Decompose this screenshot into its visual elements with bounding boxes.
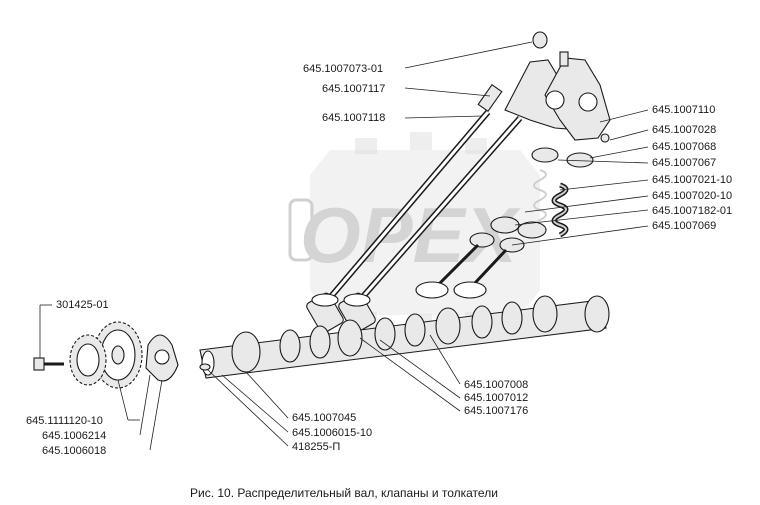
camshaft-journal [231, 331, 261, 373]
label-gear-washer: 645.1111120-10 [26, 415, 103, 427]
valve-assembly-left [415, 147, 559, 299]
label-retainer-key: 645.1007028 [652, 124, 716, 136]
adjusting-nut [532, 31, 548, 49]
label-exhaust-valve: 645.1007012 [464, 392, 528, 404]
label-spring-seat: 645.1007069 [652, 220, 716, 232]
figure-caption: Рис. 10. Распределительный вал, клапаны … [190, 486, 498, 500]
label-spring-retainer: 645.1007068 [652, 141, 716, 153]
label-key: 418255-П [292, 441, 340, 453]
part-labels: 645.1007073-01 645.1007117 645.1007118 6… [26, 63, 732, 457]
push-rods [325, 83, 523, 302]
valve-assemblies [415, 147, 594, 299]
gear-bolt [33, 357, 64, 371]
label-intake-valve: 645.1007008 [464, 379, 528, 391]
label-thrust-flange: 645.1006018 [42, 445, 106, 457]
leader-lines [39, 41, 649, 451]
label-valve-seal: 645.1007067 [652, 157, 716, 169]
camshaft [199, 295, 610, 379]
label-valve-part: 645.1007176 [464, 405, 528, 417]
label-camshaft-gear: 645.1006214 [42, 430, 106, 442]
label-rocker-arm: 645.1007110 [652, 104, 715, 116]
label-adjusting-screw: 645.1007117 [322, 83, 385, 95]
camshaft-gear [69, 321, 143, 389]
label-tappet: 645.1007045 [292, 412, 356, 424]
label-push-rod: 645.1007118 [322, 112, 385, 124]
label-inner-spring: 645.1007020-10 [652, 190, 732, 202]
label-camshaft: 645.1006015-10 [292, 427, 372, 439]
rocker-arms [504, 31, 611, 143]
watermark-logo: OPEX [288, 132, 540, 332]
key [199, 363, 211, 371]
label-rocker-nut: 645.1007073-01 [303, 63, 383, 75]
label-spring-washer: 645.1007182-01 [652, 205, 732, 217]
thrust-flange [145, 334, 179, 382]
label-outer-spring: 645.1007021-10 [652, 174, 732, 186]
label-bolt: 301425-01 [56, 299, 109, 311]
